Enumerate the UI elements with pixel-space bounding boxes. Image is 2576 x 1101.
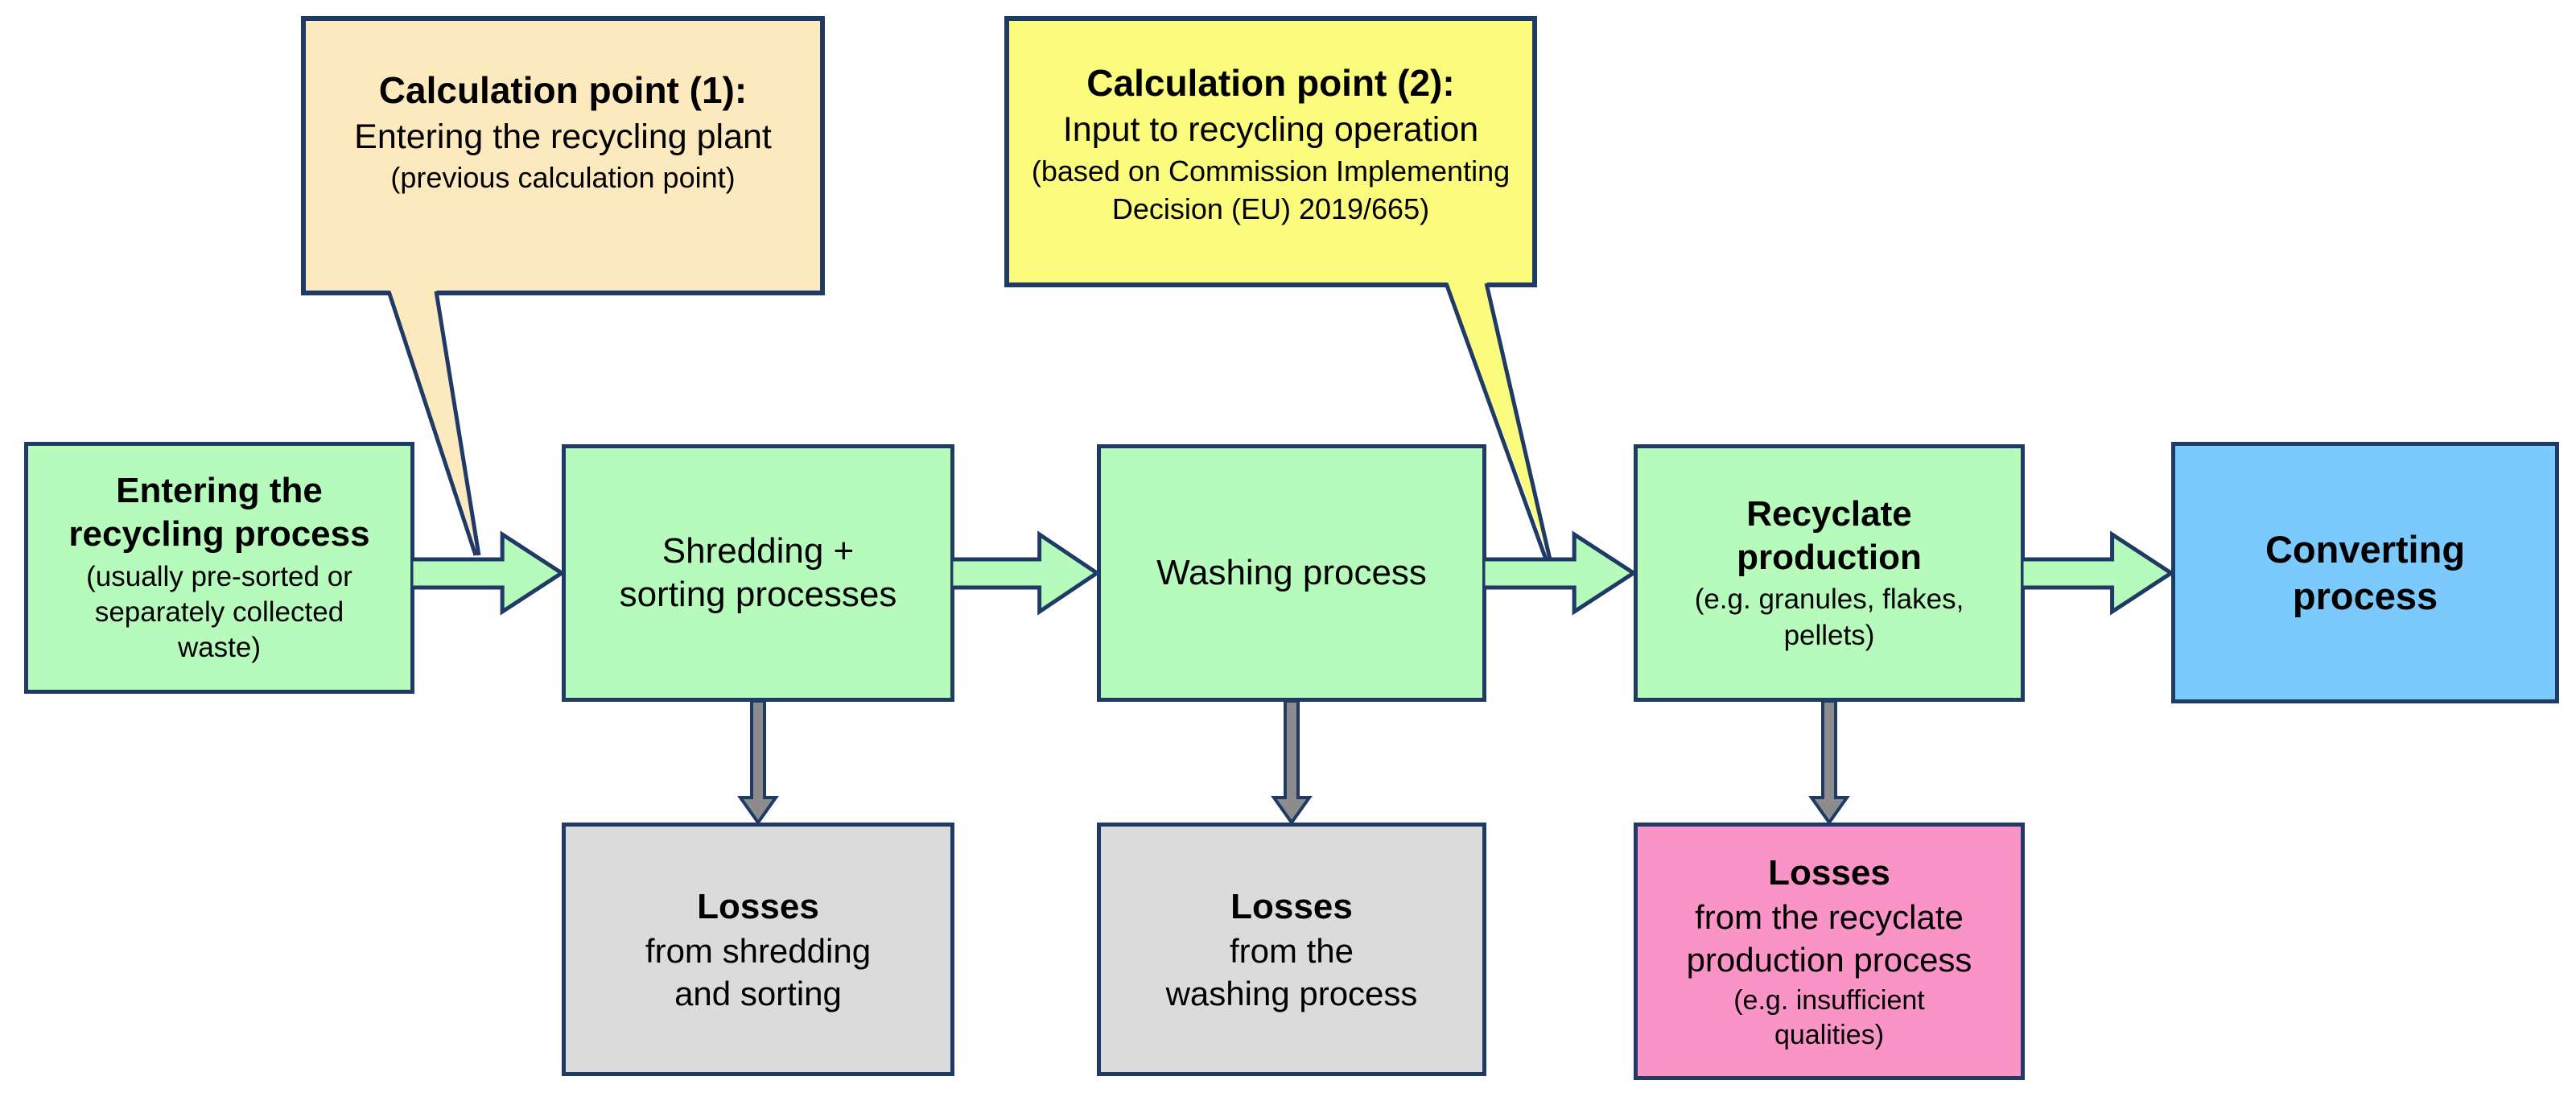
loss-box-recyclate-production-body: from the recyclate production process — [1686, 898, 1972, 979]
flow-arrow-shredding-to-washing — [951, 530, 1101, 616]
callout-1-title: Calculation point (1): — [378, 68, 748, 111]
process-box-recyclate-production: Recyclate production (e.g. granules, fla… — [1634, 444, 2025, 702]
process-box-washing-title: Washing process — [1156, 553, 1427, 593]
process-box-recyclate-production-subtitle: (e.g. granules, flakes, pellets) — [1694, 583, 1964, 651]
process-box-converting-title: Converting process — [2265, 528, 2466, 617]
loss-box-washing-title: Losses — [1230, 886, 1353, 926]
loss-box-shredding-sorting: Losses from shredding and sorting — [562, 823, 954, 1076]
callout-2-note: (based on Commission Implementing Decisi… — [1031, 155, 1511, 225]
callout-1-line: Entering the recycling plant — [354, 117, 772, 156]
process-box-entering: Entering the recycling process (usually … — [24, 442, 414, 694]
callout-calculation-point-1: Calculation point (1): Entering the recy… — [301, 16, 825, 295]
flow-arrow-washing-to-recyclate — [1483, 530, 1638, 616]
loss-box-shredding-sorting-body: from shredding and sorting — [645, 931, 872, 1013]
loss-box-recyclate-production: Losses from the recyclate production pro… — [1634, 823, 2025, 1080]
process-box-shredding-sorting-title: Shredding + sorting processes — [619, 531, 897, 614]
loss-box-washing-body: from the washing process — [1165, 931, 1418, 1013]
callout-1-pointer-tail — [386, 288, 481, 556]
process-box-shredding-sorting: Shredding + sorting processes — [562, 444, 954, 702]
callout-2-line: Input to recycling operation — [1062, 110, 1479, 150]
process-box-washing: Washing process — [1097, 444, 1486, 702]
callout-2-pointer-tail — [1444, 280, 1552, 560]
process-box-converting: Converting process — [2171, 442, 2559, 703]
loss-box-shredding-sorting-title: Losses — [697, 886, 819, 926]
loss-arrow-shredding — [737, 699, 779, 825]
process-box-recyclate-production-title: Recyclate production — [1737, 493, 1922, 577]
loss-arrow-recyclate — [1808, 699, 1850, 825]
loss-arrow-washing — [1271, 699, 1313, 825]
loss-box-washing: Losses from the washing process — [1097, 823, 1486, 1076]
callout-2-title: Calculation point (2): — [1086, 62, 1455, 105]
callout-1-note: (previous calculation point) — [390, 161, 736, 195]
flow-arrow-entering-to-shredding — [411, 530, 566, 616]
loss-box-recyclate-production-title: Losses — [1768, 852, 1890, 893]
callout-calculation-point-2: Calculation point (2): Input to recyclin… — [1004, 16, 1537, 287]
flow-arrow-recyclate-to-converting — [2022, 530, 2175, 616]
process-box-entering-title: Entering the recycling process — [68, 471, 370, 554]
loss-box-recyclate-production-note: (e.g. insufficient qualities) — [1733, 984, 1925, 1050]
process-box-entering-subtitle: (usually pre-sorted or separately collec… — [86, 560, 352, 664]
